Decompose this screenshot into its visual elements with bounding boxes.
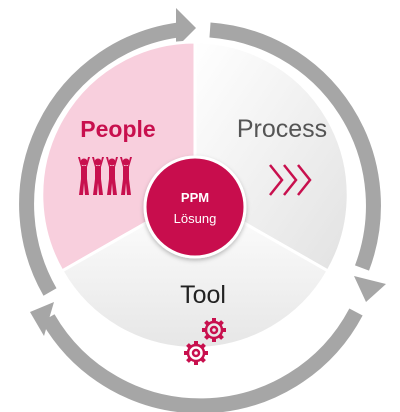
arrowhead-top [176,8,196,48]
center-line1: PPM [181,190,209,205]
tool-label: Tool [180,281,226,309]
chevrons-icon [269,164,312,196]
process-label: Process [237,115,327,143]
arrowhead-right [354,276,386,302]
ring-arc-top [19,22,180,296]
center-line2: Lösung [174,211,217,226]
center-badge: PPM Lösung [143,155,247,259]
ring-arc-right [209,22,381,271]
people-label: People [80,116,155,142]
segment-tool [59,193,331,350]
ring-arrowheads [30,8,386,336]
people-icon [78,157,132,195]
arrowhead-bottom [30,302,54,336]
ring-arc-bottom [41,308,363,412]
cycle-ring [19,22,381,412]
gears-icon [184,318,226,365]
